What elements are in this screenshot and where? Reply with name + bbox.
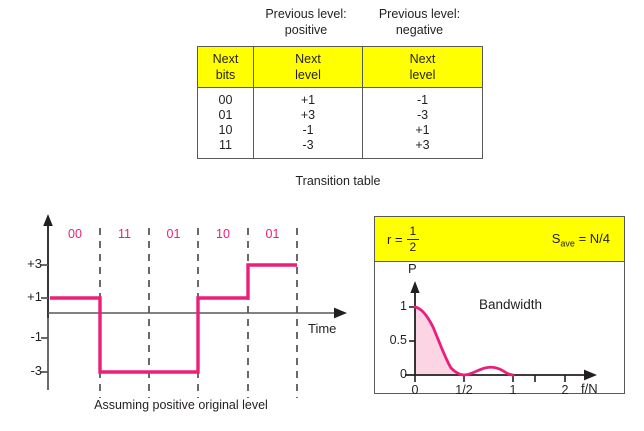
- column-heading-previous-positive: Previous level: positive: [252, 6, 360, 46]
- cell-negative: +3: [362, 138, 483, 159]
- cell-bits: 00: [197, 87, 254, 108]
- column-heading-previous-negative: Previous level: negative: [360, 6, 479, 46]
- header-next-level-negative-line2: level: [409, 68, 436, 82]
- previous-negative-line2: negative: [395, 23, 444, 37]
- time-axis: [48, 307, 347, 319]
- cell-bits: 11: [197, 138, 254, 159]
- previous-negative-line1: Previous level:: [378, 7, 461, 21]
- bandwidth-svg: [405, 281, 597, 382]
- y-tick-label-plus3: +3: [27, 256, 42, 271]
- bit-label-3: 01: [166, 227, 181, 241]
- cell-negative: -1: [362, 87, 483, 108]
- y-tick-label-plus1: +1: [27, 289, 42, 304]
- table-row: 11 -3 +3: [197, 138, 483, 159]
- save-value: = N/4: [578, 231, 610, 246]
- bandwidth-annotation: Bandwidth: [479, 297, 543, 312]
- bit-label-1: 00: [68, 227, 82, 241]
- header-next-level-positive: Next level: [253, 46, 363, 88]
- table-row: 01 +3 -3: [197, 108, 483, 123]
- main-lobe-fill: [415, 307, 464, 375]
- bw-y-axis-label: P: [408, 261, 417, 276]
- cell-negative: +1: [362, 123, 483, 138]
- transition-table-caption: Transition table: [295, 174, 381, 188]
- save-expression: Save = N/4: [552, 231, 610, 249]
- bw-y-tick-1: 1: [400, 299, 407, 313]
- cell-positive: -1: [253, 123, 363, 138]
- bw-x-tick-1: 1: [509, 383, 517, 397]
- waveform-caption: Assuming positive original level: [94, 398, 268, 412]
- y-axis-ticks: [41, 264, 48, 373]
- time-axis-label: Time: [308, 321, 337, 336]
- bit-label-4: 10: [216, 227, 230, 241]
- header-next-bits: Next bits: [197, 46, 254, 88]
- header-next-level-negative: Next level: [362, 46, 483, 88]
- table-row: 10 -1 +1: [197, 123, 483, 138]
- column-heading-blank: [197, 6, 252, 46]
- cell-positive: +3: [253, 108, 363, 123]
- save-symbol: S: [551, 231, 561, 246]
- r-label: r =: [387, 231, 403, 247]
- bit-label-2: 11: [118, 227, 131, 241]
- cell-bits: 01: [197, 108, 254, 123]
- y-tick-label-minus3: -3: [30, 363, 42, 378]
- r-denominator: 2: [409, 239, 417, 254]
- table-row: 00 +1 -1: [197, 87, 483, 108]
- previous-positive-line1: Previous level:: [265, 7, 347, 21]
- transition-table-area: Previous level: positive Previous level:…: [197, 6, 483, 159]
- bw-x-tick-2: 2: [561, 383, 569, 397]
- header-next-bits-line1: Next: [212, 52, 239, 66]
- y-tick-label-minus1: -1: [30, 329, 42, 344]
- cell-positive: -3: [253, 138, 363, 159]
- save-subscript: ave: [560, 238, 575, 249]
- bw-y-tick-05: 0.5: [389, 333, 407, 347]
- bw-x-axis: [405, 369, 597, 381]
- table-column-headings: Previous level: positive Previous level:…: [197, 6, 479, 46]
- bandwidth-panel: r = 1 2 Save = N/4: [374, 216, 625, 397]
- header-next-level-positive-line2: level: [295, 68, 321, 82]
- y-axis: [43, 214, 53, 390]
- cell-negative: -3: [362, 108, 483, 123]
- r-fraction: 1 2: [406, 224, 420, 254]
- bw-x-tick-half: 1/2: [455, 383, 473, 397]
- signal-trace: [50, 263, 297, 374]
- cell-bits: 10: [197, 123, 254, 138]
- table-header-row: Next bits Next level Next level: [197, 46, 483, 88]
- r-expression: r = 1 2: [387, 224, 420, 254]
- transition-table: Next bits Next level Next level 00 +1 -1: [197, 46, 483, 159]
- r-numerator: 1: [409, 224, 417, 238]
- header-next-level-negative-line1: Next: [409, 52, 436, 66]
- bw-y-tick-0: 0: [400, 367, 407, 381]
- bw-x-ticks: [414, 375, 566, 382]
- header-next-level-positive-line1: Next: [295, 52, 321, 66]
- cell-positive: +1: [253, 87, 363, 108]
- signal-waveform-panel: +3 +1 -1 -3 00 11 01 10 01 Time: [0, 210, 362, 431]
- bw-x-tick-0: 0: [411, 383, 419, 397]
- fraction-bar: [406, 238, 420, 240]
- spectral-density-curve: [413, 305, 515, 377]
- bandwidth-parameter-band: r = 1 2 Save = N/4: [375, 217, 624, 262]
- bit-label-5: 01: [265, 227, 280, 241]
- header-next-bits-line2: bits: [215, 68, 236, 82]
- waveform-svg: [41, 214, 347, 398]
- bandwidth-plot: 1 0.5 0 0 1/2 1 2 P f/N Bandwidth: [375, 261, 624, 397]
- bw-x-axis-label: f/N: [581, 381, 598, 396]
- previous-positive-line2: positive: [284, 23, 328, 37]
